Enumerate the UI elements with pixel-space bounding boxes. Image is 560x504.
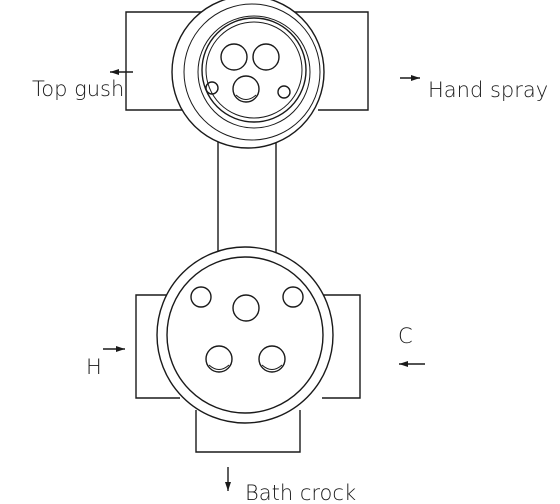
arrow-hot-inlet bbox=[103, 346, 125, 352]
bottom-port-lower-left bbox=[205, 345, 233, 373]
top-port-1 bbox=[220, 43, 248, 71]
arrow-top-gush bbox=[110, 69, 133, 75]
connecting-stem bbox=[217, 139, 277, 256]
bottom-mixer-body bbox=[135, 246, 361, 453]
arrow-hand-spray bbox=[400, 75, 420, 81]
bottom-body-outer bbox=[156, 246, 334, 424]
label-bath-crock: Bath crock bbox=[245, 481, 356, 504]
top-port-small-left bbox=[205, 81, 219, 95]
bottom-body-ring bbox=[166, 256, 324, 414]
arrow-cold-inlet bbox=[399, 361, 425, 367]
label-top-gush: Top gush bbox=[32, 77, 124, 101]
arrow-bath-crock bbox=[225, 467, 231, 491]
bottom-housing-left bbox=[135, 294, 180, 399]
label-hot: H bbox=[86, 355, 102, 379]
top-housing-right bbox=[318, 11, 369, 111]
bottom-port-top-right bbox=[282, 286, 304, 308]
bottom-port-lower-right bbox=[258, 345, 286, 373]
top-body-ring-1 bbox=[183, 3, 321, 141]
label-cold: C bbox=[398, 324, 413, 348]
top-port-3 bbox=[232, 75, 260, 103]
top-port-small-right bbox=[277, 85, 291, 99]
bottom-port-top-center bbox=[232, 294, 260, 322]
top-body-ring-3 bbox=[201, 17, 307, 123]
label-hand-spray: Hand spray bbox=[428, 78, 548, 102]
top-body-ring-4 bbox=[205, 21, 303, 119]
bottom-housing-lower bbox=[195, 410, 301, 453]
bottom-housing-right bbox=[322, 294, 361, 399]
top-body-ring-2 bbox=[197, 15, 311, 129]
top-housing-left bbox=[125, 11, 187, 111]
top-port-2 bbox=[252, 43, 280, 71]
top-diverter-body bbox=[125, 0, 369, 256]
bottom-port-top-left bbox=[190, 286, 212, 308]
